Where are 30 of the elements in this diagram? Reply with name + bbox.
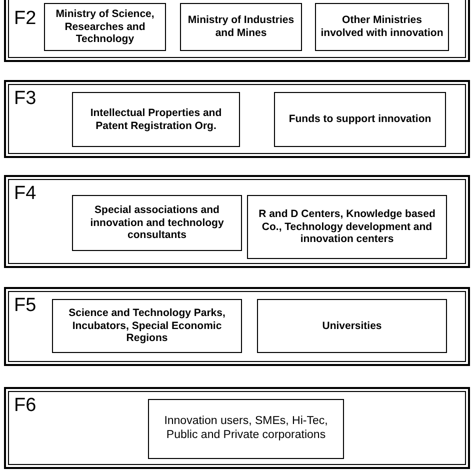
group-panel — [4, 80, 470, 158]
box-label: Ministry of Science, Researches and Technology — [54, 8, 156, 46]
box-label: Universities — [321, 320, 383, 332]
process-box — [315, 3, 449, 51]
process-box — [247, 195, 447, 259]
box-label: Intellectual Properties and Patent Registration Org. — [89, 106, 223, 132]
panel-heading: F4 — [14, 183, 36, 205]
group-panel — [4, 387, 470, 469]
process-box — [44, 3, 166, 51]
box-label: Ministry of Industries and Mines — [186, 14, 296, 40]
panel-heading: F2 — [14, 8, 36, 30]
process-box — [257, 299, 447, 353]
process-box — [52, 299, 242, 353]
process-box — [180, 3, 302, 51]
group-panel — [4, 175, 470, 268]
group-panel — [4, 287, 470, 366]
box-label: Innovation users, SMEs, Hi-Tec, Public and Private corporations — [163, 415, 329, 443]
box-label: Other Ministries involved with innovation — [320, 14, 444, 40]
process-box — [72, 195, 242, 251]
box-label: Science and Technology Parks, Incubators, Special Economic Regions — [68, 307, 226, 345]
box-label: R and D Centers, Knowledge based Co., Technology development and innovation centers — [258, 208, 436, 246]
box-label: Special associations and innovation and technology consultants — [89, 204, 225, 242]
box-label: Funds to support innovation — [288, 113, 432, 126]
process-box — [72, 92, 240, 147]
process-box — [274, 92, 446, 147]
panel-heading: F5 — [14, 295, 36, 317]
panel-heading: F3 — [14, 88, 36, 110]
panel-heading: F6 — [14, 395, 36, 417]
process-box — [148, 399, 344, 459]
group-panel — [4, 0, 470, 62]
